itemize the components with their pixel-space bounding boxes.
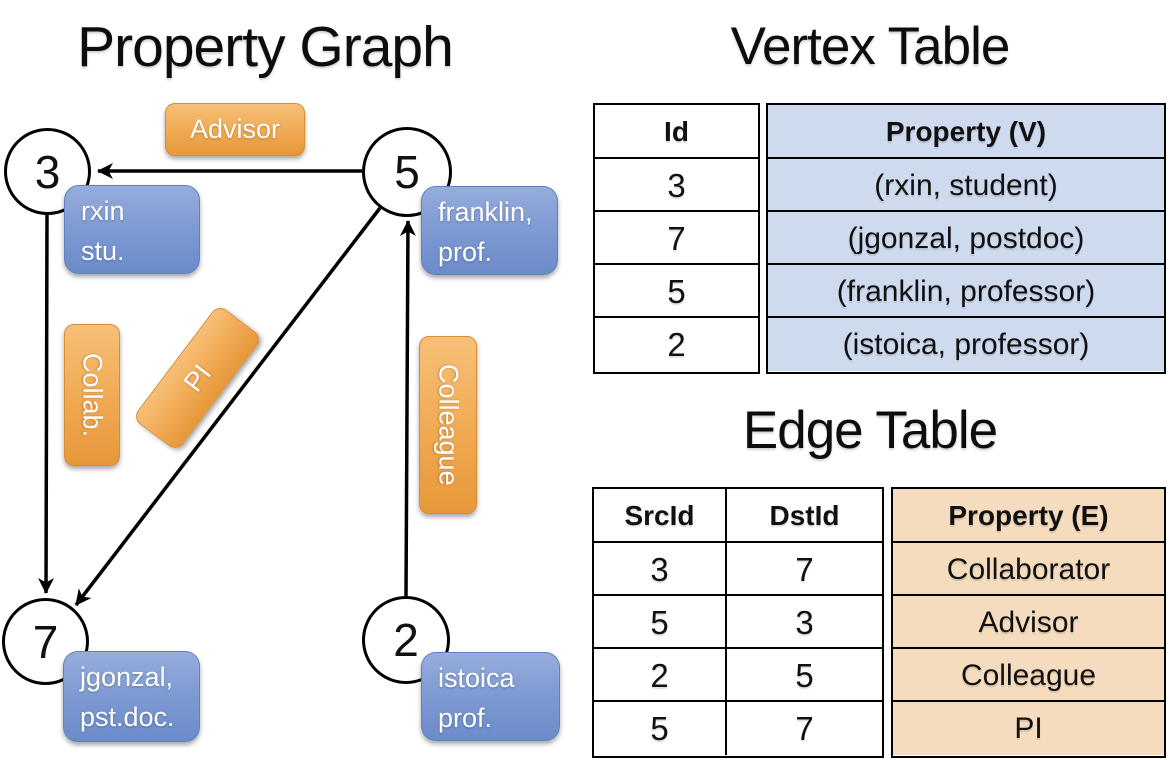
table-cell: 2 <box>667 326 686 363</box>
table-cell: PI <box>893 702 1164 755</box>
property-line: rxin <box>81 196 125 226</box>
table-cell: 3 <box>594 543 725 596</box>
table-cell: 7 <box>725 702 882 755</box>
table-cell: 5 <box>594 596 725 649</box>
edge-label-text: Collab. <box>77 352 108 438</box>
node-property-box-jgonzal: jgonzal, pst.doc. <box>63 651 200 742</box>
node-id: 3 <box>34 145 61 198</box>
node-id: 2 <box>393 614 419 666</box>
table-cell: 5 <box>650 710 669 747</box>
table-cell: Advisor <box>893 596 1164 649</box>
node-id: 7 <box>32 615 59 668</box>
table-cell: 5 <box>725 649 882 702</box>
graph-edges-layer <box>38 163 416 607</box>
edge-arrow-pi-5-to-7 <box>74 206 382 607</box>
vertex-table-property-column: Property (V) (rxin, student) (jgonzal, p… <box>766 103 1166 374</box>
table-cell: 7 <box>725 543 882 596</box>
edge-table-title: Edge Table <box>742 401 998 460</box>
graph-title: Property Graph <box>77 15 454 79</box>
edge-label-text: Advisor <box>189 114 281 144</box>
table-cell: 2 <box>594 649 725 702</box>
column-header-dstid: DstId <box>725 489 882 543</box>
vertex-table-title: Vertex Table <box>730 17 1011 76</box>
edge-arrow-colleague-2-to-5 <box>399 220 416 597</box>
property-line: prof. <box>438 703 493 733</box>
table-cell: 5 <box>595 265 758 318</box>
node-id: 5 <box>394 146 420 198</box>
edge-table-src-dst-columns: SrcId DstId 3 7 5 3 2 5 5 7 <box>592 487 884 758</box>
edge-label-colleague: Colleague <box>419 336 477 514</box>
table-cell: Collaborator <box>893 543 1164 596</box>
table-cell: (rxin, student) <box>768 159 1164 212</box>
node-property-box-istoica: istoica prof. <box>421 652 560 741</box>
table-cell: (istoica, professor) <box>768 318 1164 371</box>
edge-table-property-column: Property (E) Collaborator Advisor Collea… <box>891 487 1166 758</box>
column-header-id: Id <box>595 105 758 159</box>
table-cell: 7 <box>595 212 758 265</box>
table-cell: Colleague <box>893 649 1164 702</box>
property-line: jgonzal, <box>80 662 174 692</box>
table-cell: (jgonzal, postdoc) <box>768 212 1164 265</box>
graph-node-5: 5 <box>362 127 452 217</box>
edge-label-text: PI <box>177 358 217 397</box>
table-cell: 3 <box>725 596 882 649</box>
property-line: pst.doc. <box>80 702 175 732</box>
column-header-srcid: SrcId <box>594 489 725 543</box>
property-line: franklin, <box>438 197 533 227</box>
property-line: istoica <box>438 663 515 693</box>
property-line: stu. <box>81 236 125 266</box>
edge-label-collab: Collab. <box>64 324 120 466</box>
graph-node-2: 2 <box>362 596 450 684</box>
edge-label-text: Colleague <box>433 364 464 486</box>
edge-label-advisor: Advisor <box>165 103 305 156</box>
property-line: prof. <box>438 237 493 267</box>
column-header-property-v: Property (V) <box>768 105 1164 159</box>
column-header-property-e: Property (E) <box>893 489 1164 543</box>
vertex-table-id-column: Id 3 7 5 2 <box>593 103 760 374</box>
node-property-box-franklin: franklin, prof. <box>421 186 558 275</box>
edge-arrow-collab-3-to-7 <box>38 213 55 594</box>
table-cell: 3 <box>595 159 758 212</box>
node-property-box-rxin: rxin stu. <box>64 185 200 274</box>
table-cell: (franklin, professor) <box>768 265 1164 318</box>
